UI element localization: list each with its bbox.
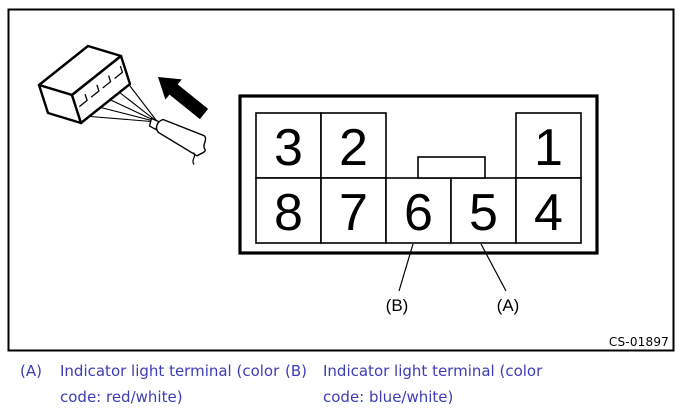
direction-arrow-icon bbox=[158, 77, 209, 120]
pin-number: 4 bbox=[534, 184, 563, 242]
break-symbol-icon bbox=[192, 152, 196, 165]
pin-cells bbox=[255, 112, 582, 244]
pin-number: 6 bbox=[404, 184, 433, 242]
connector-probe-illustration bbox=[37, 44, 209, 165]
pin-number: 3 bbox=[274, 119, 303, 177]
pin-number: 8 bbox=[274, 184, 303, 242]
pin-diagram: 3 2 1 8 7 6 5 4 (B) (A) bbox=[238, 94, 599, 315]
caption-a-text: Indicator light terminal (color code: re… bbox=[60, 362, 285, 406]
pin-numbers: 3 2 1 8 7 6 5 4 bbox=[274, 119, 563, 242]
caption-a-label: (A) bbox=[20, 362, 42, 380]
terminal-slot-marks bbox=[78, 65, 124, 108]
pin-number: 2 bbox=[339, 119, 368, 177]
caption-b-label: (B) bbox=[285, 362, 307, 380]
pin-number: 7 bbox=[339, 184, 368, 242]
figure-border bbox=[7, 8, 675, 352]
pin-cell-1 bbox=[515, 112, 582, 179]
connector-housing-icon bbox=[37, 44, 132, 125]
pin-cell-4 bbox=[515, 177, 582, 244]
pin-cell-7 bbox=[320, 177, 387, 244]
pin-number: 1 bbox=[534, 119, 563, 177]
leader-line-a bbox=[480, 243, 507, 292]
pin-cell-8 bbox=[255, 177, 322, 244]
caption-b-text: Indicator light terminal (color code: bl… bbox=[323, 362, 548, 406]
keyway-tab bbox=[417, 156, 486, 179]
pin-cell-5 bbox=[450, 177, 517, 244]
figure-code: CS-01897 bbox=[609, 335, 669, 349]
pin-number: 5 bbox=[469, 184, 498, 242]
test-probe-icon bbox=[148, 117, 207, 165]
leader-line-b bbox=[398, 243, 414, 292]
pin-cell-3 bbox=[255, 112, 322, 179]
pointer-label-b: (B) bbox=[386, 296, 409, 315]
pointer-label-a: (A) bbox=[497, 296, 520, 315]
